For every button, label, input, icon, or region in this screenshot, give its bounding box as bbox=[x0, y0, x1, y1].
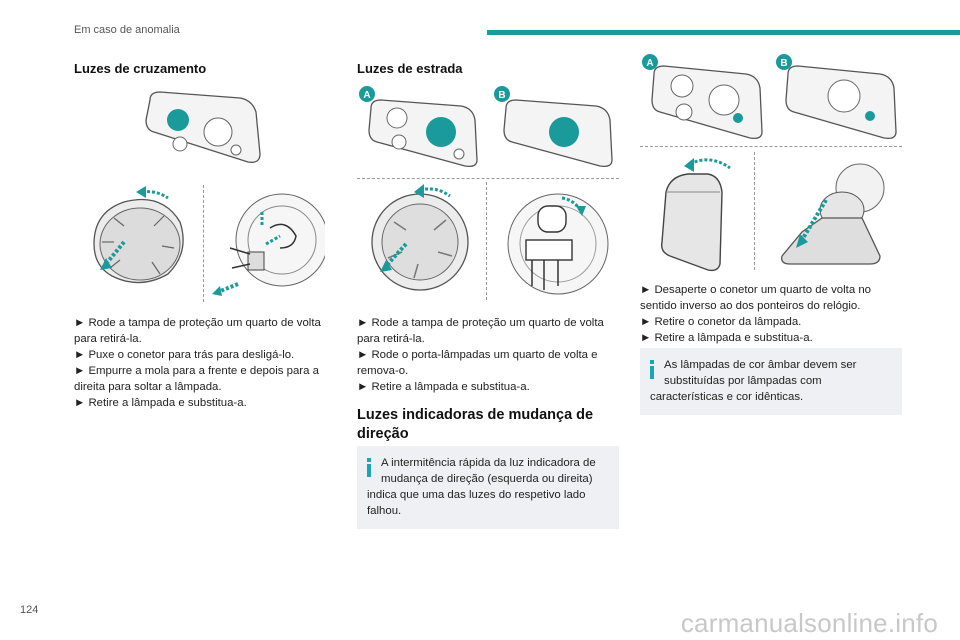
headlamp-diagram-low-beam bbox=[145, 91, 261, 163]
heading-high-beam: Luzes de estrada bbox=[357, 61, 463, 76]
headlamp-diagram-indicator-b: B bbox=[776, 54, 897, 140]
lamp-position-indicator-a bbox=[733, 113, 743, 123]
label-b: B bbox=[498, 90, 505, 101]
label-a: A bbox=[363, 90, 370, 101]
text-line: para retirá-la. bbox=[74, 333, 142, 345]
lamp-position-indicator-b bbox=[865, 111, 875, 121]
heading-line: Luzes indicadoras de mudança de bbox=[357, 407, 594, 423]
text-line: ► Puxe o conetor para trás para desligá-… bbox=[74, 349, 295, 361]
instructions-indicators: ► Desaperte o conetor um quarto de volta… bbox=[640, 282, 902, 346]
figure-divider bbox=[640, 146, 902, 147]
figure-divider bbox=[203, 185, 204, 302]
note-line: As lâmpadas de cor âmbar devem ser bbox=[664, 359, 857, 371]
text-line: remova-o. bbox=[357, 365, 409, 377]
lamp-position-high-beam-b bbox=[549, 117, 579, 147]
text-line: ► Retire a lâmpada e substitua-a. bbox=[357, 381, 530, 393]
label-b: B bbox=[780, 58, 787, 69]
lamp-position-low-beam bbox=[167, 109, 189, 131]
note-line: indica que uma das luzes do respetivo la… bbox=[367, 489, 586, 501]
heading-low-beam: Luzes de cruzamento bbox=[74, 61, 207, 76]
text-line: ► Retire a lâmpada e substitua-a. bbox=[640, 332, 813, 344]
text-line: sentido inverso ao dos ponteiros do reló… bbox=[640, 300, 861, 312]
figure-divider bbox=[486, 182, 487, 300]
running-header: Em caso de anomalia bbox=[74, 24, 180, 36]
text-line: ► Empurre a mola para a frente e depois … bbox=[74, 365, 319, 377]
figure-divider bbox=[754, 152, 755, 270]
connector-rotate-diagram bbox=[660, 158, 731, 272]
text-line: ► Rode a tampa de proteção um quarto de … bbox=[357, 317, 604, 329]
note-line: mudança de direção (esquerda ou direita) bbox=[381, 473, 593, 485]
lamp-position-high-beam-a bbox=[426, 117, 456, 147]
note-line: substituídas por lâmpadas com bbox=[664, 375, 822, 387]
heading-line: direção bbox=[357, 426, 409, 442]
bulb-holder-diagram bbox=[507, 193, 609, 295]
headlamp-diagram-b: B bbox=[494, 86, 613, 168]
label-a: A bbox=[646, 58, 653, 69]
text-line: para retirá-la. bbox=[357, 333, 425, 345]
instructions-low-beam: ► Rode a tampa de proteção um quarto de … bbox=[74, 315, 334, 411]
protective-cap-rotate-diagram-high bbox=[371, 184, 469, 291]
note-line: características e cor idênticas. bbox=[650, 391, 804, 403]
note-line: falhou. bbox=[367, 505, 402, 517]
text-line: ► Rode a tampa de proteção um quarto de … bbox=[74, 317, 321, 329]
figure-divider bbox=[357, 178, 619, 179]
bulb-remove-diagram bbox=[781, 163, 885, 265]
headlamp-diagram-a: A bbox=[359, 86, 478, 168]
watermark: carmanualsonline.info bbox=[680, 608, 938, 638]
text-line: ► Desaperte o conetor um quarto de volta… bbox=[640, 284, 871, 296]
text-line: direita para soltar a lâmpada. bbox=[74, 381, 222, 393]
info-icon bbox=[650, 360, 654, 379]
note-box-amber-bulbs: As lâmpadas de cor âmbar devem ser subst… bbox=[640, 348, 902, 415]
note-line: A intermitência rápida da luz indicadora… bbox=[381, 457, 596, 469]
protective-cap-rotate-diagram bbox=[93, 186, 184, 284]
instructions-high-beam: ► Rode a tampa de proteção um quarto de … bbox=[357, 315, 619, 395]
heading-turn-signals: Luzes indicadoras de mudança de direção bbox=[357, 406, 593, 444]
page-number: 124 bbox=[20, 604, 39, 616]
connector-spring-diagram bbox=[212, 193, 325, 296]
text-line: ► Rode o porta-lâmpadas um quarto de vol… bbox=[357, 349, 598, 361]
text-line: ► Retire o conetor da lâmpada. bbox=[640, 316, 802, 328]
text-line: ► Retire a lâmpada e substitua-a. bbox=[74, 397, 247, 409]
note-box-turn-signals: A intermitência rápida da luz indicadora… bbox=[357, 446, 619, 529]
header-accent-bar bbox=[487, 30, 960, 35]
headlamp-diagram-indicator-a: A bbox=[642, 54, 763, 140]
info-icon bbox=[367, 458, 371, 477]
